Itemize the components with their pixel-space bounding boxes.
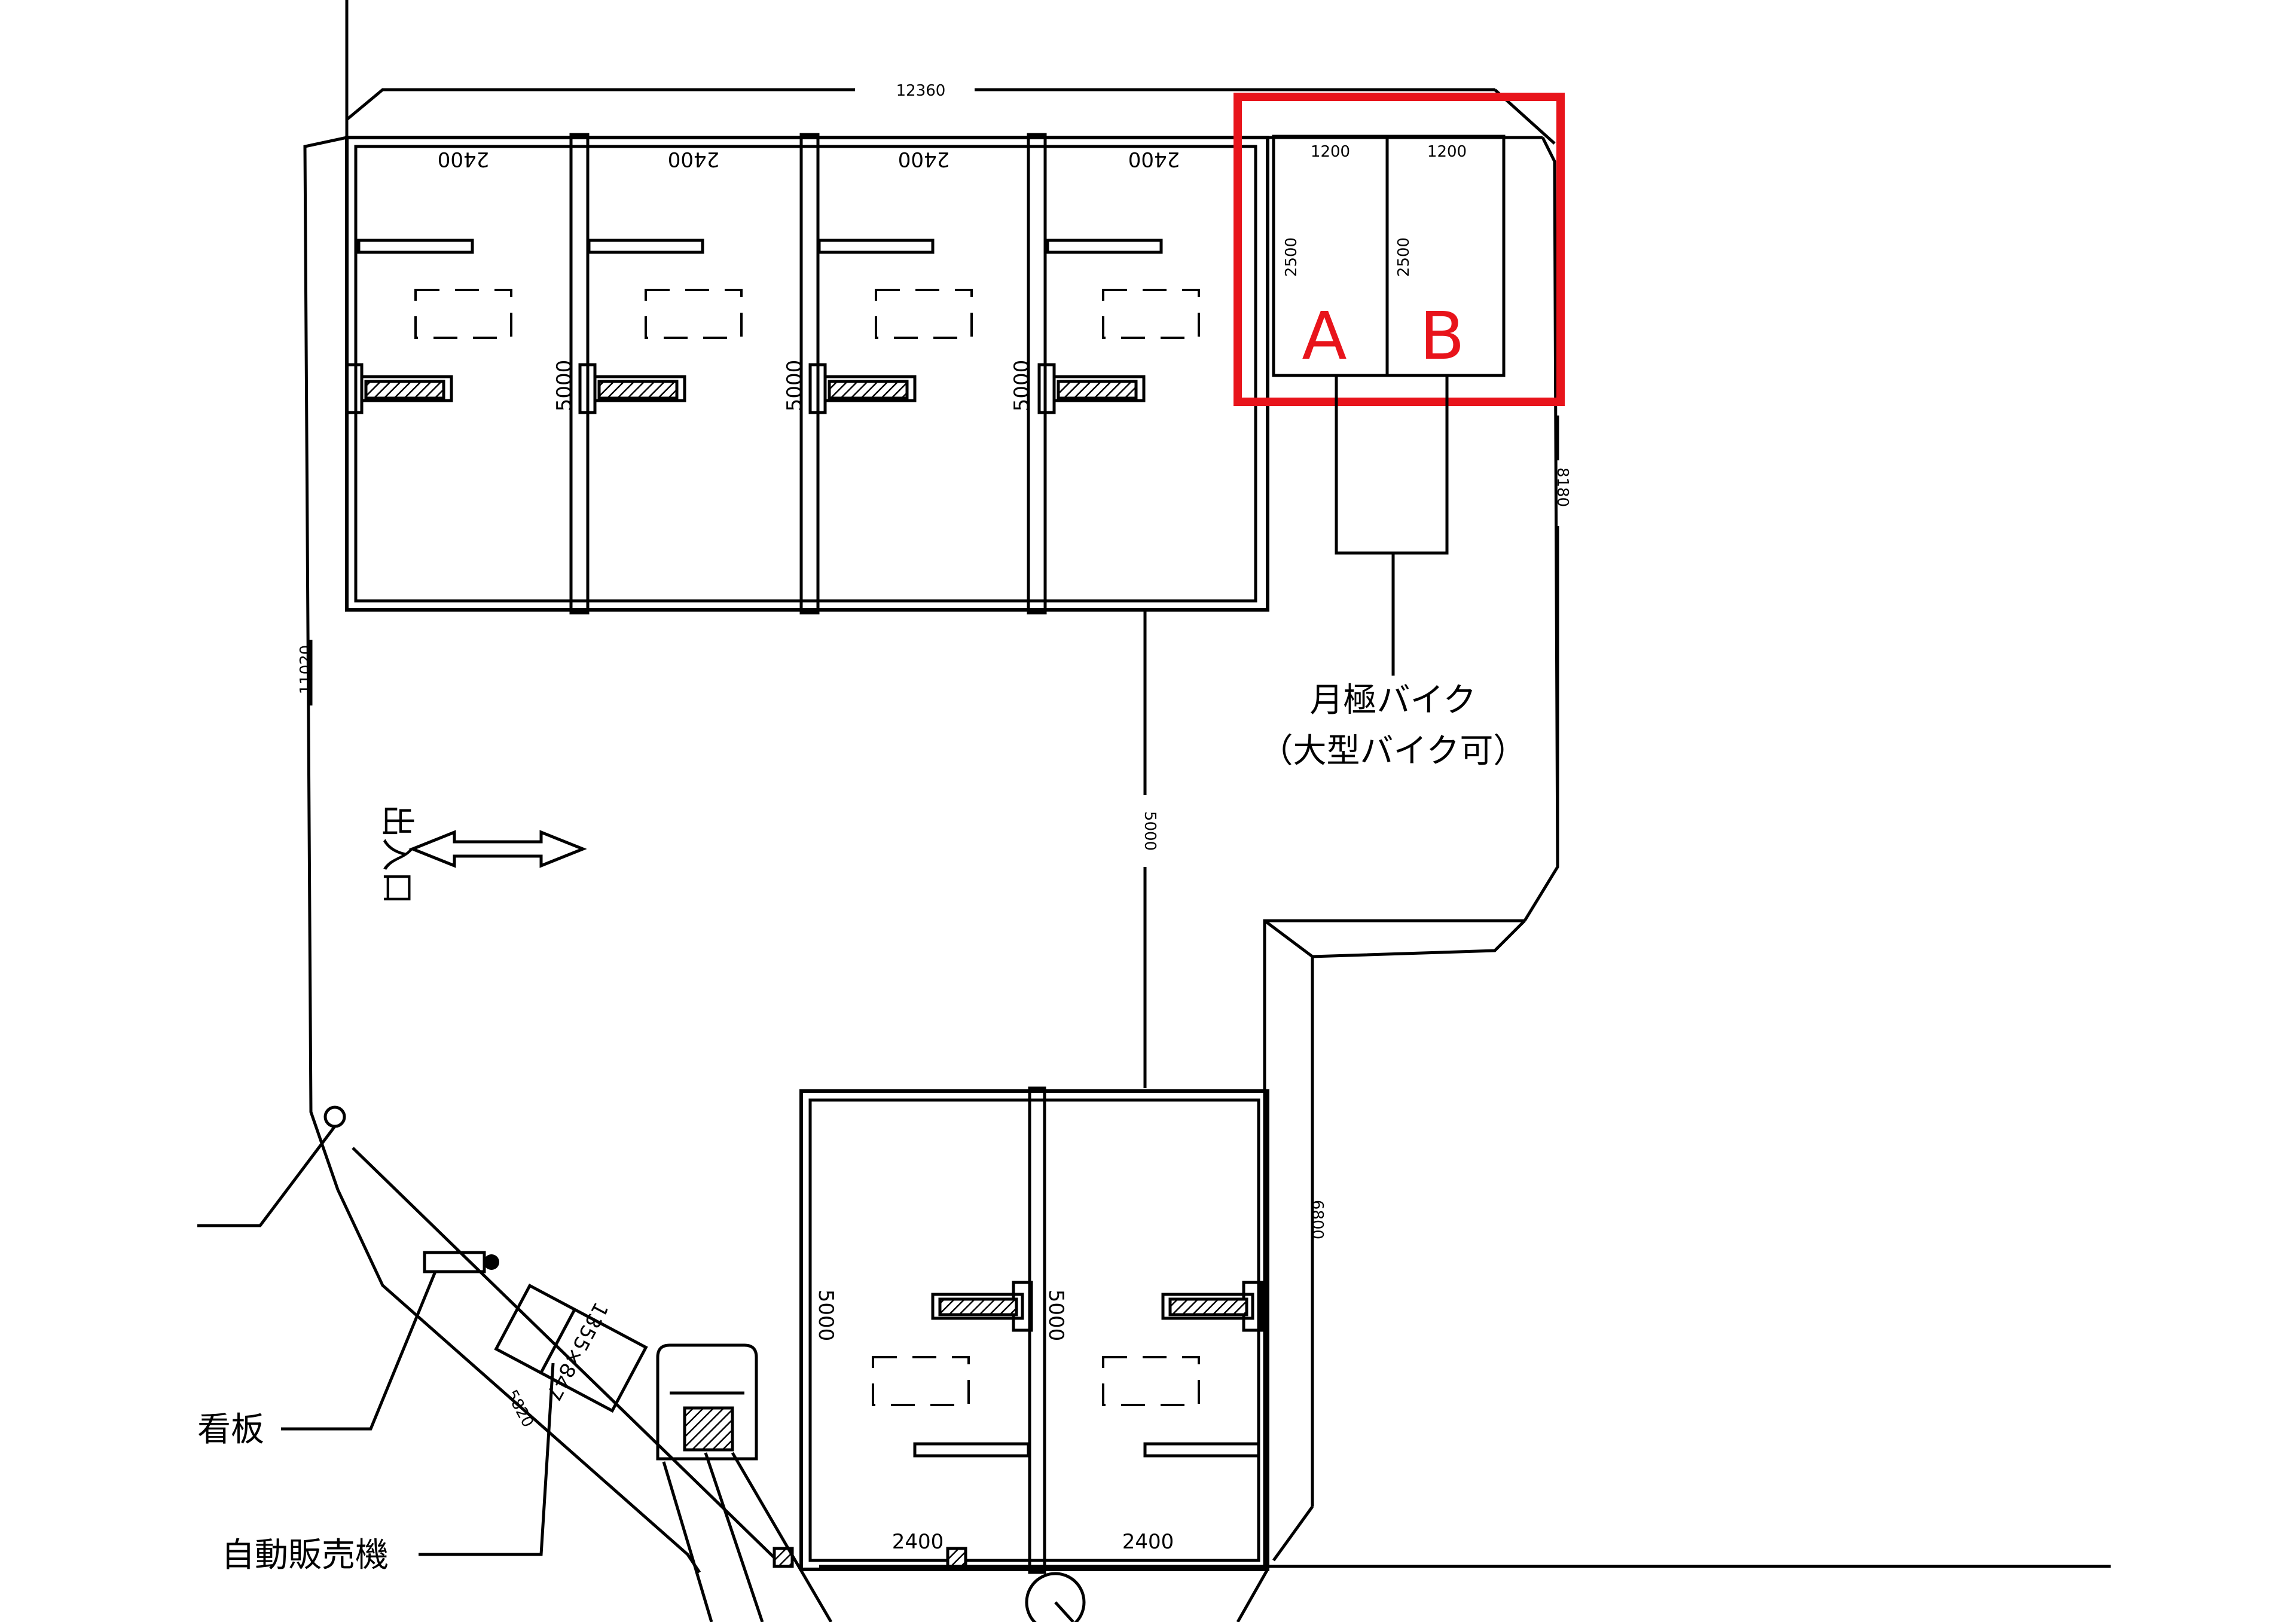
bike-b-depth: 2500 <box>1395 237 1413 277</box>
bay-2-width: 2400 <box>668 147 720 171</box>
signboard-leader <box>281 1271 437 1431</box>
bay-5-width: 2400 <box>892 1530 944 1554</box>
bay-3-width: 2400 <box>898 147 950 171</box>
large-bike-ok-label: （大型バイク可） <box>1260 732 1527 771</box>
top-parking-bays <box>345 133 1269 615</box>
signboard <box>423 1251 499 1273</box>
bay-1: 2400 5000 <box>345 147 576 414</box>
bike-a-depth: 2500 <box>1283 237 1300 277</box>
signboard-label: 看板 <box>197 1410 264 1449</box>
pole-leader <box>197 1125 336 1227</box>
dim-top-total: 12360 <box>896 82 946 100</box>
bay-2: 2400 5000 <box>578 147 807 414</box>
entrance-arrow-icon <box>408 830 587 868</box>
bike-leader <box>1335 375 1449 676</box>
bay-5: 5000 2400 <box>814 1281 1033 1554</box>
dim-center-vertical: 5000 <box>1141 811 1159 851</box>
bay-1-width: 2400 <box>438 147 490 171</box>
pole-icon <box>323 1105 346 1128</box>
bay-3: 2400 5000 <box>808 147 1034 414</box>
manhole-icon <box>1025 1572 1086 1622</box>
bay-5-depth: 5000 <box>814 1290 838 1342</box>
bike-spaces: 1200 1200 2500 2500 A B <box>1234 93 1565 406</box>
bicycle-rack <box>656 1343 833 1622</box>
vending-leader <box>419 1363 555 1556</box>
bike-a-width: 1200 <box>1311 143 1350 161</box>
bike-b-width: 1200 <box>1427 143 1467 161</box>
bay-4: 2400 <box>1037 147 1200 414</box>
bay-6-depth: 5000 <box>1044 1290 1068 1342</box>
bay-1-depth: 5000 <box>552 360 576 412</box>
dim-right-upper: 8180 <box>1553 468 1571 507</box>
bay-6-width: 2400 <box>1122 1530 1174 1554</box>
dimension-lines <box>309 88 1559 1507</box>
dim-right-lower: 6800 <box>1308 1200 1326 1239</box>
monthly-bike-label: 月極バイク <box>1310 681 1477 720</box>
bay-4-width: 2400 <box>1128 147 1180 171</box>
dim-left-total: 11020 <box>297 645 315 695</box>
bike-space-b-label: B <box>1419 298 1464 374</box>
bike-space-a-label: A <box>1302 298 1347 374</box>
vending-machine-label: 自動販売機 <box>221 1536 389 1575</box>
bay-3-depth: 5000 <box>1010 360 1034 412</box>
bay-2-depth: 5000 <box>783 360 807 412</box>
highlight-box <box>1234 93 1565 406</box>
dim-diagonal: 5820 <box>502 1387 537 1431</box>
bay-6: 5000 2400 <box>1044 1281 1263 1554</box>
entrance-label: 出入口 <box>377 804 416 905</box>
